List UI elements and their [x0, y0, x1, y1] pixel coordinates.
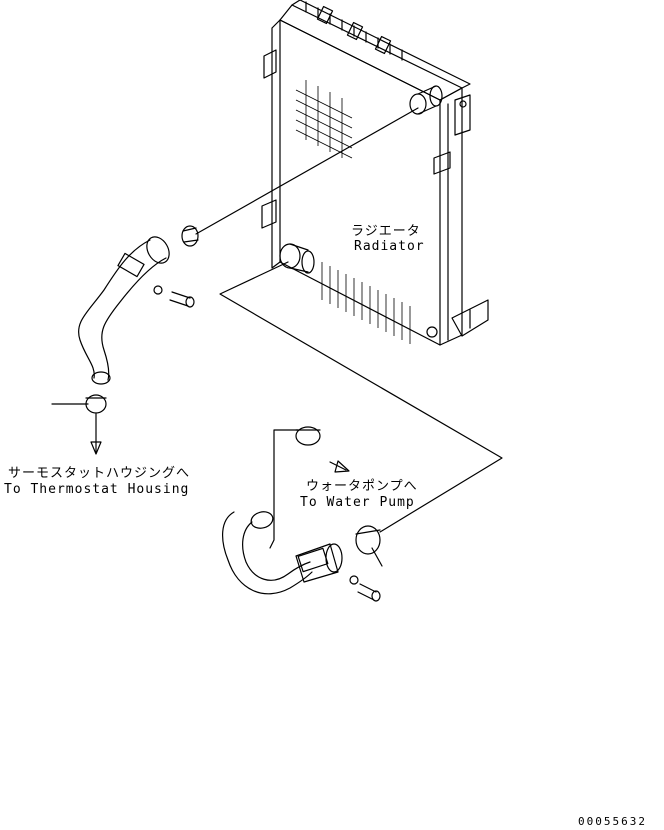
thermostat-label-jp: サーモスタットハウジングへ — [8, 466, 191, 481]
radiator-label-en: Radiator — [354, 239, 425, 254]
leader-lines — [51, 107, 503, 567]
lower-hose — [222, 426, 381, 602]
upper-hose — [78, 225, 199, 414]
waterpump-label-en: To Water Pump — [300, 495, 415, 510]
radiator — [261, 0, 489, 346]
waterpump-label-jp: ウォータポンプへ — [306, 479, 418, 494]
thermostat-label-en: To Thermostat Housing — [4, 482, 190, 497]
reference-number: 00055632 — [578, 815, 647, 828]
radiator-label-jp: ラジエータ — [351, 224, 421, 239]
